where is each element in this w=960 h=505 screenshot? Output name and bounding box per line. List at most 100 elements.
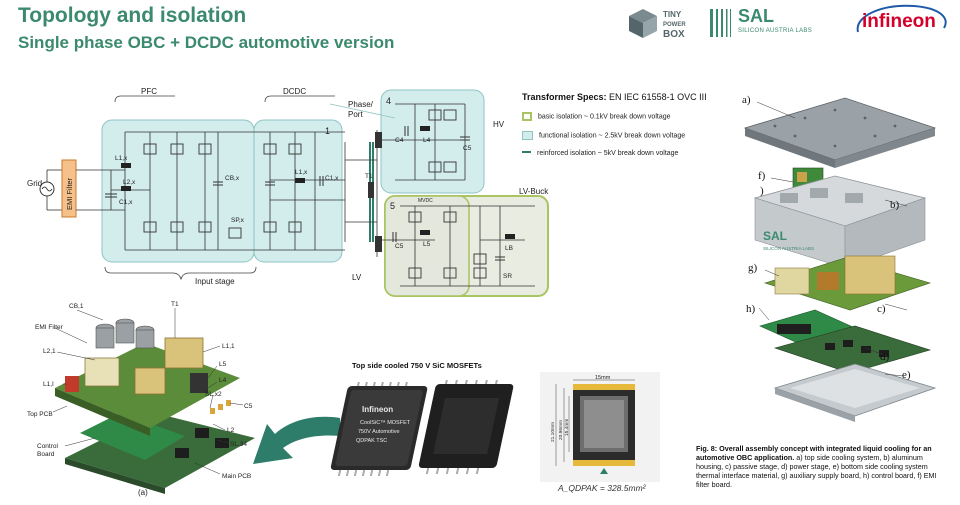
emi-filter-block	[61, 159, 77, 218]
l5-label: L5	[423, 241, 431, 248]
legend-functional-text: functional isolation ~ 2.5kV break down …	[539, 132, 686, 140]
sal-logo-subtext: SILICON AUSTRIA LABS	[738, 28, 813, 34]
input-stage-label: Input stage	[195, 277, 235, 286]
functional-isolation-swatch	[522, 131, 533, 140]
pcb-l5-label: L5	[219, 361, 227, 368]
pfc-label: PFC	[141, 87, 157, 96]
figure-8-caption-rest: a) top side cooling system, b) aluminum …	[696, 453, 937, 489]
arrow-icon	[253, 416, 340, 464]
lb-label: LB	[505, 245, 513, 252]
legend-basic-text: basic isolation ~ 0.1kV break down volta…	[538, 113, 671, 121]
legend-basic: basic isolation ~ 0.1kV break down volta…	[522, 112, 671, 121]
mvdc-label: MVDC	[418, 198, 433, 204]
assembly-exploded-view: SAL SILICON AUSTRIA LABS	[743, 97, 937, 422]
pcb-emi-filter-label: EMI Filter	[35, 324, 64, 331]
mosfet-packages: Infineon CoolSiC™ MOSFET 750V Automotive…	[330, 380, 514, 476]
infineon-logo-text: infineon	[862, 11, 936, 32]
qdpak-footprint: 15mm 21.10mm 20.96mm 15.4mm	[540, 372, 660, 482]
c1x-label: C1,x	[119, 199, 133, 206]
pcb-l11-label: L1,1	[222, 343, 235, 350]
chip-line-4: QDPAK TSC	[356, 438, 387, 444]
dim-h2-label: 20.96mm	[558, 420, 564, 440]
legend-functional: functional isolation ~ 2.5kV break down …	[522, 131, 685, 140]
grid-label: Grid	[27, 179, 42, 188]
tpb-line-3: BOX	[663, 29, 685, 40]
dcdc-label: DCDC	[283, 87, 306, 96]
dim-h3-label: 15.4mm	[564, 419, 570, 436]
part-label-c: c)	[877, 303, 886, 315]
part-label-g: g)	[748, 262, 758, 274]
spec-title-bold: Transformer Specs:	[522, 92, 607, 102]
chip-line-1: Infineon	[362, 405, 393, 414]
pcb-t1-label: T1	[171, 301, 179, 308]
housing-brand-text: SAL	[763, 229, 787, 243]
pcb-top-pcb-label: Top PCB	[27, 411, 53, 418]
c1x2-label: C1,x	[325, 175, 339, 182]
pcb-cb1-label: CB,1	[69, 303, 84, 310]
figure-8-caption: Fig. 8: Overall assembly concept with in…	[696, 444, 946, 489]
phase-port-label-2: Port	[348, 110, 363, 119]
part-label-e: e)	[902, 369, 911, 381]
basic-isolation-swatch	[522, 112, 532, 121]
figure-8-caption-bold: Fig. 8: Overall assembly concept with in…	[696, 444, 932, 462]
l1x-label: L1,x	[115, 155, 128, 162]
phase-port-label-1: Phase/	[348, 100, 374, 109]
pcb-l2-label: L2	[227, 427, 235, 434]
spec-title-rest: EN IEC 61558-1 OVC III	[606, 92, 707, 102]
block-1-number: 1	[325, 126, 330, 136]
circuit-diagram: PFC DCDC Phase/ Port HV LV-Buck LV Grid …	[27, 87, 549, 297]
pcb-figure-label: (a)	[138, 488, 148, 497]
l1x2-label: L1,x	[295, 169, 308, 176]
spx-label: SP,x	[231, 217, 245, 224]
legend-reinforced-text: reinforced isolation ~ 5kV break down vo…	[537, 150, 679, 157]
page-subtitle: Single phase OBC + DCDC automotive versi…	[18, 33, 395, 52]
block-5-region	[384, 195, 470, 297]
dcdc-region	[253, 119, 343, 263]
pcb-l4-label: L4	[219, 377, 227, 384]
c4-label: C4	[395, 137, 404, 144]
infineon-logo: infineon	[852, 2, 952, 42]
sal-logo: SAL SILICON AUSTRIA LABS	[708, 6, 838, 40]
c5b-label: C5	[395, 243, 404, 250]
block-4-number: 4	[386, 96, 391, 106]
c5-label: C5	[463, 145, 472, 152]
sal-logo-text: SAL	[738, 6, 774, 26]
sr-label: SR	[503, 273, 512, 280]
pcb-l1i-label: L1,I	[43, 381, 54, 388]
pcb-assembly-photo: CB,1 T1 EMI Filter L1,1 L2,1 L1,I L5 L4 …	[27, 301, 255, 494]
housing-sub-text: SILICON AUSTRIA LABS	[763, 246, 814, 251]
t1-label: T1	[365, 173, 373, 180]
pcb-l21-label: L2,1	[43, 348, 56, 355]
hv-label: HV	[493, 120, 505, 129]
part-label-paren: )	[760, 185, 764, 197]
dim-h1-label: 21.10mm	[550, 422, 556, 442]
tpb-line-1: TINY	[663, 10, 682, 19]
pcb-c5-label: C5	[244, 403, 253, 410]
mosfet-title: Top side cooled 750 V SiC MOSFETs	[352, 361, 482, 370]
tpb-line-2: POWER	[663, 22, 686, 28]
transformer-t1	[368, 182, 374, 198]
cbx-label: CB,x	[225, 175, 240, 182]
pcb-sl2-label: SL,x2	[205, 391, 222, 398]
part-label-a: a)	[742, 94, 751, 106]
emi-filter-label: EMI Filter	[65, 177, 74, 210]
transformer-hv	[375, 132, 382, 148]
pcb-s34-label: SL,34	[230, 441, 247, 448]
pcb-main-pcb-label: Main PCB	[222, 473, 251, 480]
reinforced-isolation-swatch	[522, 151, 531, 155]
qdpak-area-formula: A_QDPAK = 328.5mm²	[558, 483, 646, 493]
page-title: Topology and isolation	[18, 4, 247, 27]
legend-reinforced: reinforced isolation ~ 5kV break down vo…	[522, 150, 678, 157]
tinypowerbox-logo: TINY POWER BOX	[625, 4, 695, 42]
transformer-specs-title: Transformer Specs: EN IEC 61558-1 OVC II…	[522, 92, 707, 102]
block-5-number: 5	[390, 201, 395, 211]
l2x-label: L2,x	[123, 179, 136, 186]
part-label-f: f)	[758, 170, 766, 182]
chip-line-2: CoolSiC™ MOSFET	[360, 420, 411, 426]
dim-width-label: 15mm	[595, 375, 611, 381]
part-label-b: b)	[890, 199, 900, 211]
l4-label: L4	[423, 137, 431, 144]
lv-buck-label: LV-Buck	[519, 187, 549, 196]
chip-line-3: 750V Automotive	[358, 429, 400, 435]
